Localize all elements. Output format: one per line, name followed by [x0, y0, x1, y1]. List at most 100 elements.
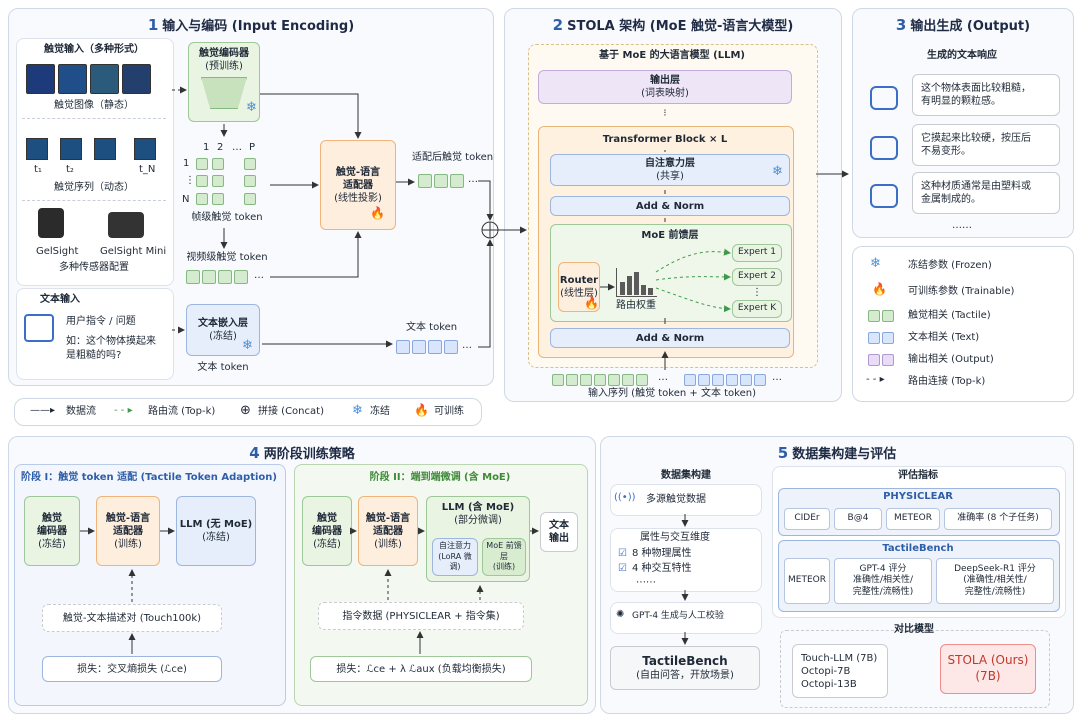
expert-1: Expert 1	[732, 244, 782, 262]
metric-b4: B@4	[834, 508, 882, 530]
video-token-ellipsis: …	[254, 270, 264, 281]
eval-title: 评估指标	[898, 470, 938, 481]
input-seq-label: 输入序列 (触觉 token + 文本 token)	[587, 388, 756, 399]
grid-col-dots: …	[232, 142, 242, 153]
t1-label: t₁	[34, 164, 42, 175]
expert-dots: ⋮	[752, 287, 762, 298]
grid-row-dots: ⋮	[185, 175, 195, 186]
router: Router(线性层)	[558, 262, 600, 312]
tactilebench-box: TactileBench(自由问答，开放场景)	[610, 646, 760, 690]
gpt-label: GPT-4 生成与人工校验	[632, 611, 724, 621]
fire-icon: 🔥	[414, 403, 429, 417]
grid-col-2: 2	[217, 142, 224, 153]
s2-loss: 损失：ℒce + λ ℒaux (负载均衡损失)	[310, 656, 532, 682]
legend-routing: 路由连接 (Top-k)	[908, 376, 986, 387]
sensor-config-label: 多种传感器配置	[59, 262, 129, 273]
example-line-1: 如：这个物体摸起来	[66, 336, 156, 347]
legend-bar-concat: 拼接 (Concat)	[258, 406, 324, 417]
robot-icon	[870, 86, 898, 110]
s1-data: 触觉-文本描述对 (Touch100k)	[42, 604, 222, 632]
chat-icon	[24, 314, 54, 342]
response-bubble-1: 这个物体表面比较粗糙，有明显的颗粒感。	[912, 74, 1060, 116]
stage-1-title: 阶段 I：触觉 token 适配 (Tactile Token Adaption…	[21, 472, 277, 483]
grid-col-1: 1	[203, 142, 210, 153]
text-input-box	[16, 288, 174, 380]
expert-k: Expert K	[732, 300, 782, 318]
output-layer: 输出层(词表映射)	[538, 70, 792, 104]
s2-attn: 自注意力(LoRA 微调)	[432, 538, 478, 576]
response-bubble-2: 它摸起来比较硬，按压后不易变形。	[912, 124, 1060, 166]
s2-data: 指令数据 (PHYSICLEAR + 指令集)	[318, 602, 524, 630]
metric-meteor-1: METEOR	[886, 508, 940, 530]
attr-more: ⋯⋯	[636, 577, 656, 588]
tactile-encoder: 触觉编码器(预训练)	[188, 42, 260, 122]
s1-adapter: 触觉-语言适配器(训练)	[96, 496, 160, 566]
multi-source-label: 多源触觉数据	[646, 494, 706, 505]
adapted-token-ellipsis: …	[468, 174, 478, 185]
s1-llm: LLM (无 MoE)(冻结)	[176, 496, 256, 566]
grid-row-n: N	[182, 194, 190, 205]
response-more: ……	[952, 220, 972, 231]
stola-ours: STOLA (Ours)(7B)	[940, 644, 1036, 694]
snowflake-icon: ❄	[772, 164, 783, 179]
fire-icon: 🔥	[584, 296, 599, 310]
text-token-label-2: 文本 token	[406, 322, 458, 333]
s2-output: 文本输出	[540, 512, 578, 552]
layer-dots: ⁝	[663, 108, 667, 119]
response-bubble-3: 这种材质通常是由塑料或金属制成的。	[912, 172, 1060, 214]
robot-icon	[870, 136, 898, 160]
legend-tactile: 触觉相关 (Tactile)	[908, 310, 991, 321]
add-norm-1: Add & Norm	[550, 196, 790, 216]
response-title: 生成的文本响应	[927, 50, 997, 61]
checkbox-icon: ☑	[618, 548, 627, 559]
snowflake-icon: ❄	[246, 100, 257, 115]
gpt-icon: ✺	[616, 609, 625, 620]
legend-bar-dataflow: 数据流	[66, 406, 96, 417]
s1-loss: 损失：交叉熵损失 (ℒce)	[42, 656, 222, 682]
s2-adapter: 触觉-语言适配器(训练)	[358, 496, 418, 566]
attr-2: 4 种交互特性	[632, 563, 692, 574]
legend-bar	[14, 398, 482, 426]
tactile-seq-label: 触觉序列（动态）	[54, 182, 134, 193]
fire-icon: 🔥	[370, 206, 385, 220]
sensor-gelsight-mini: GelSight Mini	[100, 246, 167, 257]
self-attention-layer: 自注意力层(共享)	[550, 154, 790, 186]
tactile-image-label: 触觉图像（静态）	[54, 100, 134, 111]
snowflake-icon: ❄	[870, 256, 881, 271]
expert-2: Expert 2	[732, 268, 782, 286]
grid-row-1: 1	[183, 158, 190, 169]
example-line-2: 是粗糙的吗?	[66, 350, 122, 361]
grid-col-p: P	[249, 142, 256, 153]
compare-box	[780, 630, 1050, 708]
transformer-block-label: Transformer Block × L	[602, 134, 728, 145]
adapted-token-label: 适配后触觉 token	[412, 152, 494, 163]
robot-icon	[870, 184, 898, 208]
s2-moe: MoE 前馈层(训练)	[482, 538, 526, 576]
checkbox-icon: ☑	[618, 563, 627, 574]
arrow-icon: ——▸	[30, 405, 56, 416]
gelsight-mini-device	[108, 212, 144, 238]
legend-output: 输出相关 (Output)	[908, 354, 994, 365]
moe-label: MoE 前馈层	[641, 230, 699, 241]
add-norm-2: Add & Norm	[550, 328, 790, 348]
seq-ellipsis-1: …	[658, 372, 668, 383]
seq-ellipsis-2: …	[772, 372, 782, 383]
stage-2-title: 阶段 II：端到端微调 (含 MoE)	[369, 472, 511, 483]
attr-box	[610, 528, 762, 592]
build-title: 数据集构建	[661, 470, 711, 481]
multi-source-box	[610, 484, 762, 516]
sensor-gelsight: GelSight	[36, 246, 79, 257]
metric-meteor-2: METEOR	[784, 558, 830, 604]
dashed-arrow-icon: - - ▸	[866, 374, 885, 385]
tactile-input-label: 触觉输入（多种形式）	[44, 44, 144, 55]
dashed-arrow-icon: - - ▸	[114, 405, 133, 416]
snowflake-icon: ❄	[352, 403, 363, 418]
s1-encoder: 触觉编码器(冻结)	[24, 496, 80, 566]
t2-label: t₂	[66, 164, 74, 175]
metric-cider: CIDEr	[784, 508, 830, 530]
routing-weight-chart	[616, 268, 657, 297]
